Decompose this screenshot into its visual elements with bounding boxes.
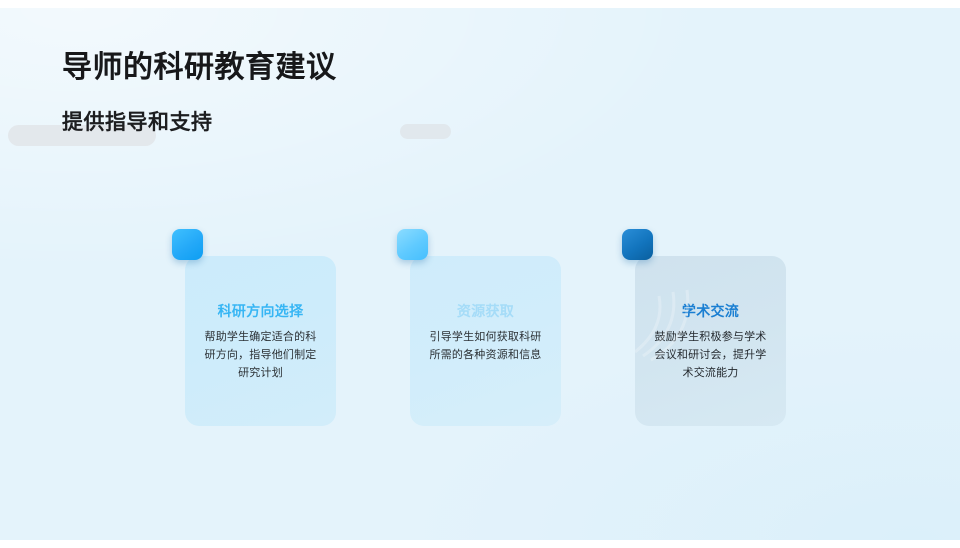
slide-header: 导师的科研教育建议 提供指导和支持 [62, 49, 702, 134]
card-item[interactable]: 资源获取 引导学生如何获取科研所需的各种资源和信息 [395, 221, 561, 431]
card-title: 科研方向选择 [217, 303, 304, 319]
page-title: 导师的科研教育建议 [62, 51, 337, 84]
accent-square-icon [397, 229, 428, 260]
card-body: 科研方向选择 帮助学生确定适合的科研方向，指导他们制定研究计划 [185, 256, 336, 426]
accent-square-icon [622, 229, 653, 260]
card-item[interactable]: 科研方向选择 帮助学生确定适合的科研方向，指导他们制定研究计划 [170, 221, 336, 431]
card-description: 帮助学生确定适合的科研方向，指导他们制定研究计划 [204, 331, 317, 379]
card-list: 科研方向选择 帮助学生确定适合的科研方向，指导他们制定研究计划 资源获取 引导学… [0, 8, 960, 540]
card-body: 资源获取 引导学生如何获取科研所需的各种资源和信息 [410, 256, 561, 426]
card-description: 引导学生如何获取科研所需的各种资源和信息 [429, 331, 542, 361]
page-subtitle: 提供指导和支持 [62, 111, 213, 134]
card-item[interactable]: 学术交流 鼓励学生积极参与学术会议和研讨会，提升学术交流能力 [620, 221, 786, 431]
accent-square-icon [172, 229, 203, 260]
card-description: 鼓励学生积极参与学术会议和研讨会，提升学术交流能力 [654, 331, 767, 379]
slide-canvas: 导师的科研教育建议 提供指导和支持 科研方向选择 帮助学生确定适合的科研方向，指… [0, 8, 960, 540]
decorative-bar-right [400, 124, 451, 139]
card-title: 学术交流 [681, 303, 740, 319]
card-title: 资源获取 [456, 303, 515, 319]
card-body: 学术交流 鼓励学生积极参与学术会议和研讨会，提升学术交流能力 [635, 256, 786, 426]
